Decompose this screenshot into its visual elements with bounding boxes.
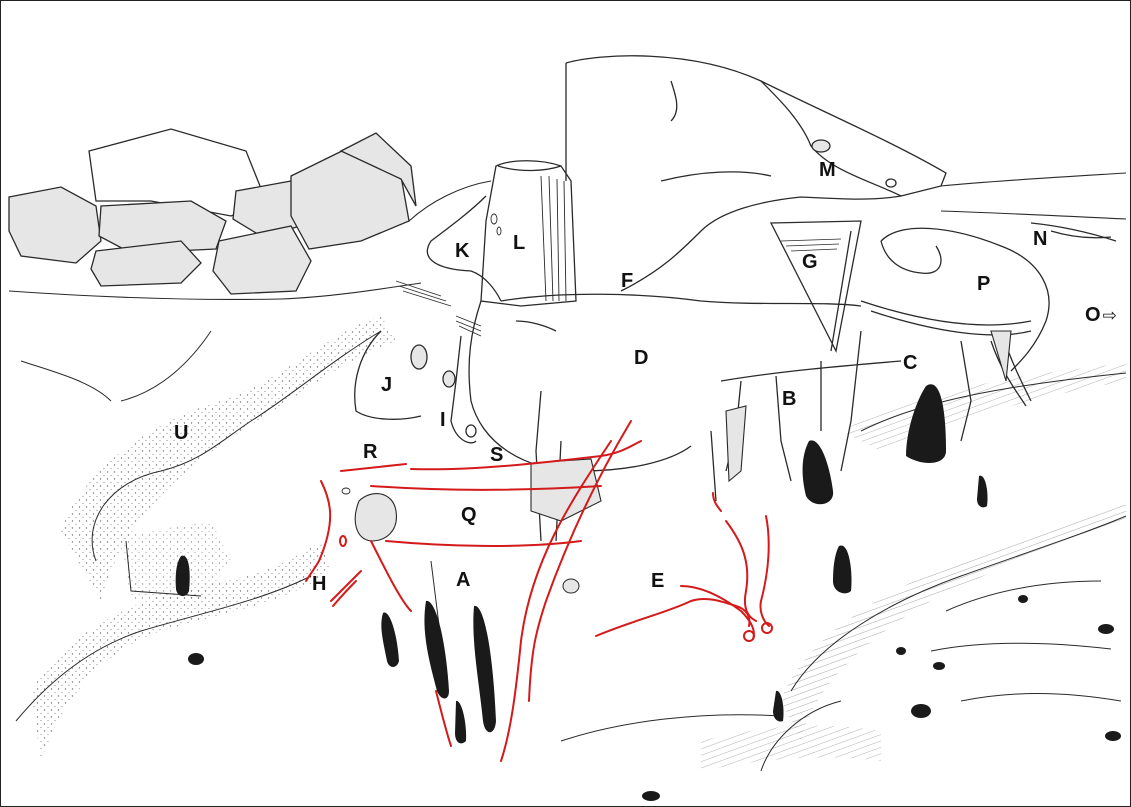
label-U: U [174,423,188,443]
red-line-E [596,599,749,636]
dark-mark [563,579,579,593]
red-line-E4 [760,516,769,626]
label-A: A [456,570,470,590]
dark-mark [1018,595,1028,603]
dark-mark [977,476,988,508]
stone-M-hole [812,140,830,152]
label-I: I [440,410,446,430]
label-P: P [977,274,990,294]
label-D: D [634,348,648,368]
dark-mark [642,791,660,801]
dark-mark [473,606,496,732]
label-Q: Q [461,505,477,525]
dark-mark [381,613,399,667]
dark-mark [906,384,946,463]
red-line-R [341,464,406,471]
boulder [213,226,311,294]
red-line-A-bottom [436,691,451,746]
dark-mark [1098,624,1114,634]
label-O-letter: O [1085,304,1101,326]
dark-mark [424,601,449,699]
red-line-H3 [333,581,356,606]
dark-mark [773,691,784,722]
label-O: O⇨ [1085,305,1117,325]
red-line-A-left [371,541,411,611]
boulder [91,241,201,286]
label-S: S [490,445,503,465]
label-H: H [312,574,326,594]
red-line-E3 [726,521,756,621]
dark-mark [1105,731,1121,741]
label-G: G [802,252,818,272]
label-M: M [819,160,836,180]
boulder [9,187,101,263]
dark-mark [911,704,931,718]
rock-P [881,228,1049,371]
dark-mark [833,545,852,593]
dark-mark [933,662,945,670]
label-N: N [1033,229,1047,249]
arrow-right-icon: ⇨ [1103,306,1117,326]
label-F: F [621,271,633,291]
stippled-terrain [31,316,1126,771]
stone-Q [355,494,396,541]
dark-mark [188,653,204,665]
dark-mark [803,440,834,504]
red-line-H2 [331,571,361,601]
dark-mark [455,701,466,744]
label-E: E [651,571,664,591]
label-C: C [903,353,917,373]
background-boulders [9,129,416,294]
rock-block-upper [566,56,946,231]
label-K: K [455,241,469,261]
red-line-E2 [681,586,754,639]
dark-mark [896,647,906,655]
label-R: R [363,442,377,462]
label-B: B [782,389,796,409]
label-L: L [513,233,525,253]
rock-block-L [481,161,576,306]
label-J: J [381,375,392,395]
